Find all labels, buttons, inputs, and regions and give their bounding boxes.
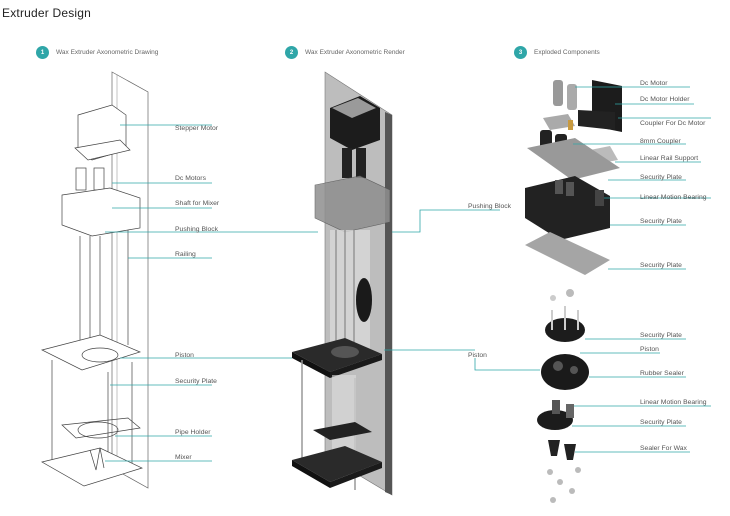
label-piston-exploded: Piston (640, 346, 659, 353)
label-security-plate-4: Security Plate (640, 332, 682, 339)
label-security-plate-3: Security Plate (640, 262, 682, 269)
label-render-piston: Piston (468, 352, 487, 359)
section-number-badge: 3 (514, 46, 527, 59)
axonometric-render (292, 71, 393, 496)
section-title: Wax Extruder Axonometric Render (305, 49, 405, 56)
section-header-exploded: 3 Exploded Components (514, 46, 600, 59)
label-dc-motor-holder: Dc Motor Holder (640, 96, 690, 103)
label-linear-motion-bearing-1: Linear Motion Bearing (640, 194, 707, 201)
label-security-plate-1: Security Plate (640, 174, 682, 181)
label-dc-motor: Dc Motor (640, 80, 668, 87)
section-title: Wax Extruder Axonometric Drawing (56, 49, 159, 56)
label-sealer-for-wax: Sealer For Wax (640, 445, 687, 452)
exploded-leader-lines (572, 86, 711, 453)
section-header-drawing: 1 Wax Extruder Axonometric Drawing (36, 46, 158, 59)
section-number-badge: 1 (36, 46, 49, 59)
section-header-render: 2 Wax Extruder Axonometric Render (285, 46, 405, 59)
drawing-leader-lines (105, 124, 318, 462)
label-railing: Railing (175, 251, 196, 258)
label-coupler-for-dc-motor: Coupler For Dc Motor (640, 120, 706, 127)
label-pushing-block: Pushing Block (175, 226, 219, 233)
label-pipe-holder: Pipe Holder (175, 429, 211, 436)
label-security-plate-5: Security Plate (640, 419, 682, 426)
label-8mm-coupler: 8mm Coupler (640, 138, 681, 145)
label-rubber-sealer: Rubber Sealer (640, 370, 684, 377)
label-dc-motors: Dc Motors (175, 175, 206, 182)
render-leader-lines (384, 209, 540, 371)
section-title: Exploded Components (534, 49, 600, 56)
label-linear-rail-support: Linear Rail Support (640, 155, 699, 162)
page-title: Extruder Design (2, 6, 92, 20)
label-render-pushing-block: Pushing Block (468, 203, 512, 210)
label-piston: Piston (175, 352, 194, 359)
exploded-components (525, 80, 622, 503)
section-number-badge: 2 (285, 46, 298, 59)
label-mixer: Mixer (175, 454, 192, 461)
label-shaft-for-mixer: Shaft for Mixer (175, 200, 220, 207)
label-security-plate: Security Plate (175, 378, 217, 385)
label-linear-motion-bearing-2: Linear Motion Bearing (640, 399, 707, 406)
label-stepper-motor: Stepper Motor (175, 125, 219, 132)
axonometric-line-drawing (41, 71, 149, 489)
label-security-plate-2: Security Plate (640, 218, 682, 225)
